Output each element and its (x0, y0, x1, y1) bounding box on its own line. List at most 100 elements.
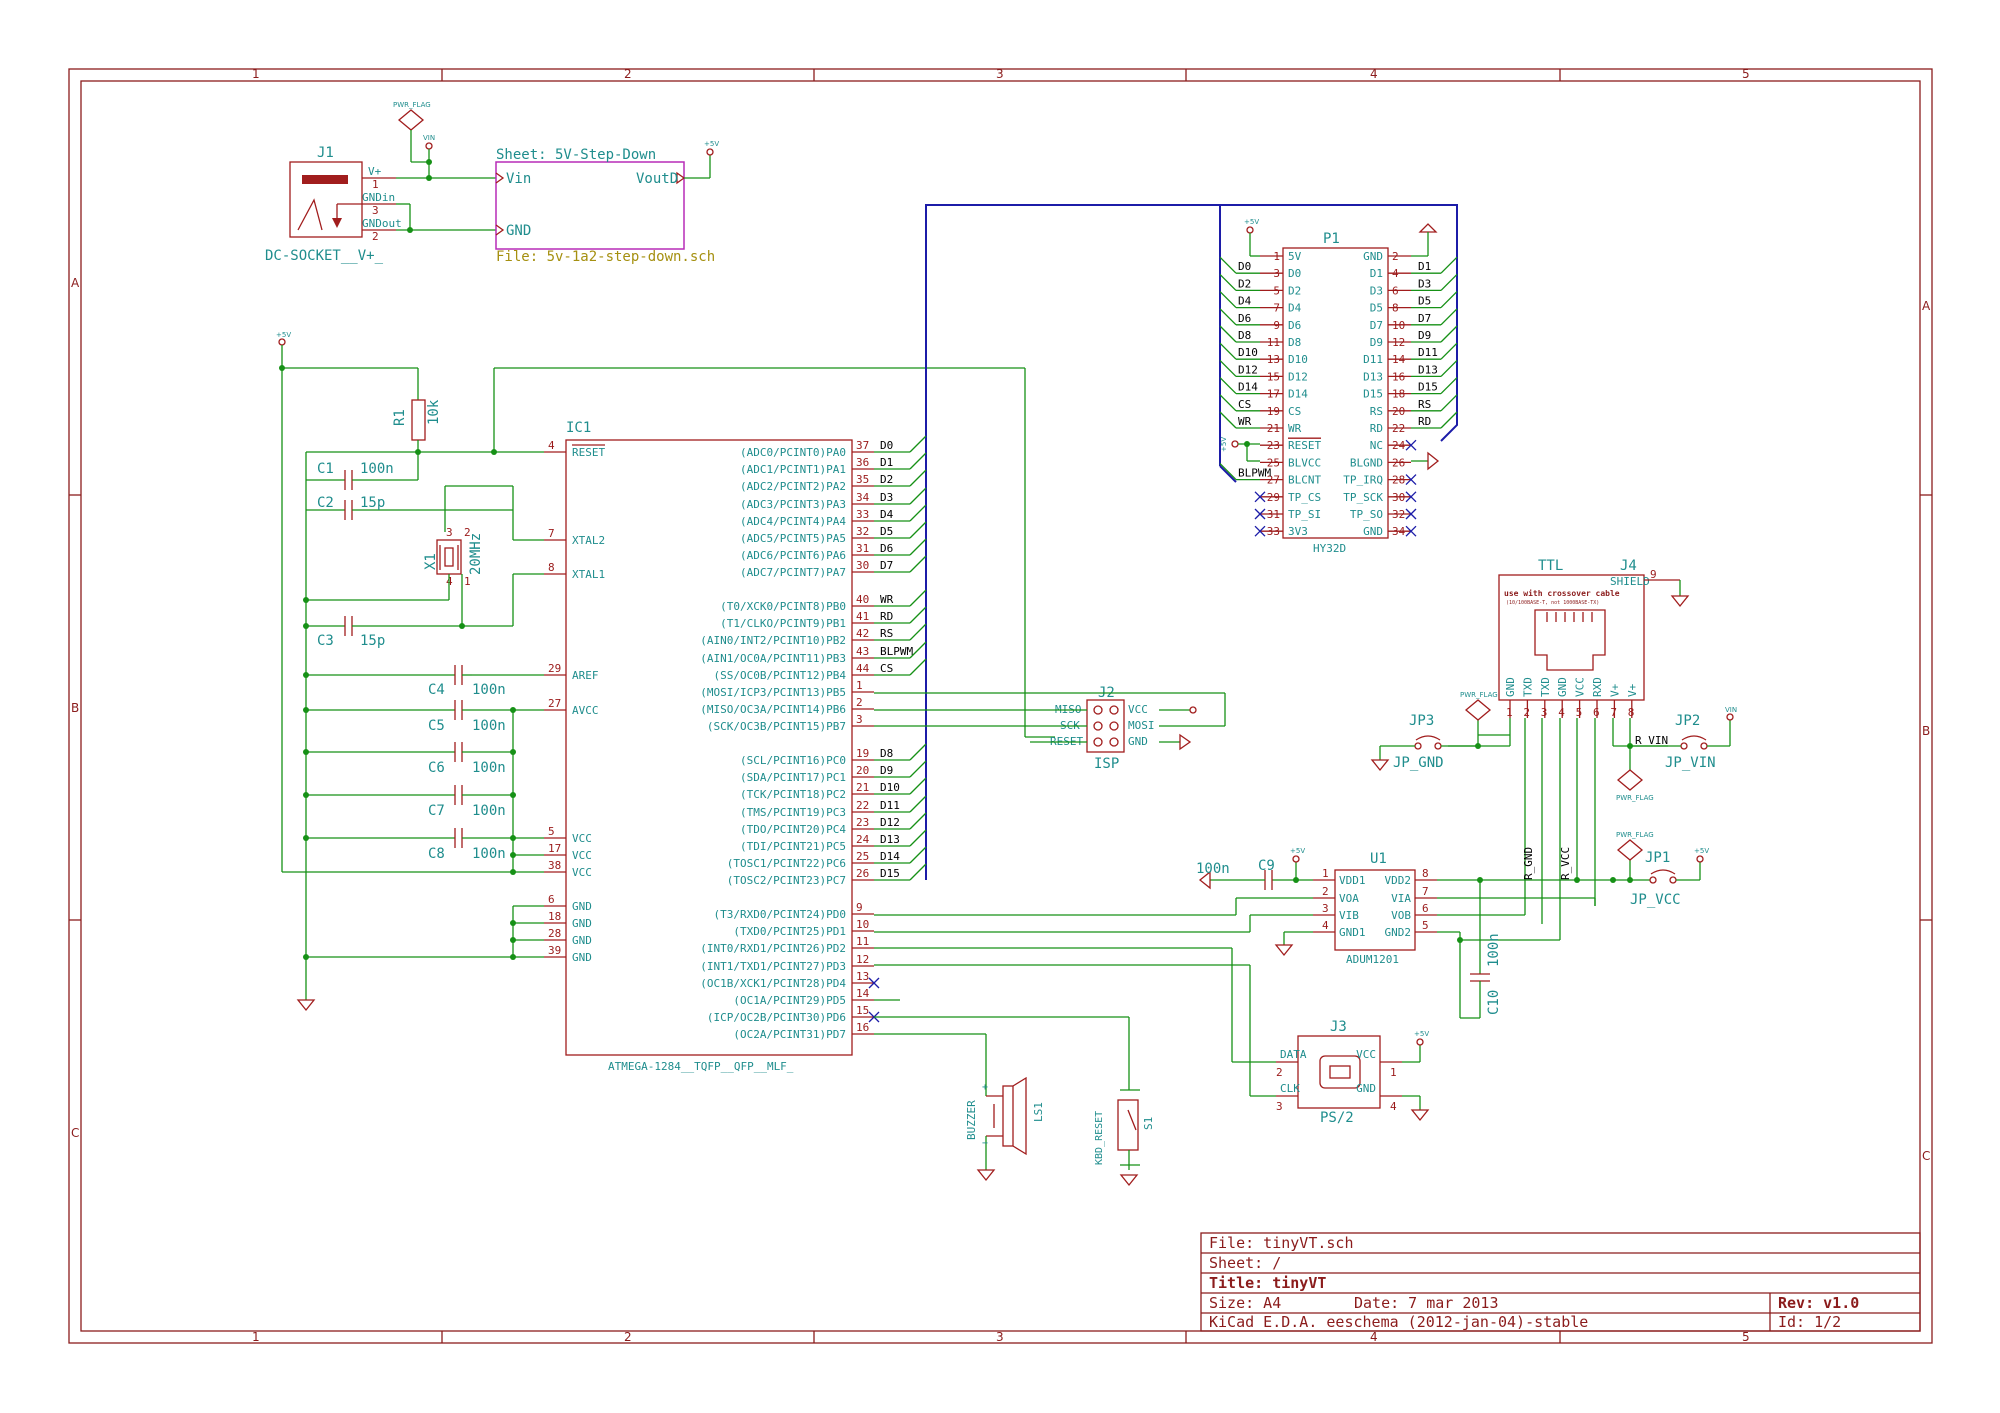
title-name: Title: tinyVT (1209, 1274, 1326, 1292)
switch-s1[interactable]: KBD_RESET S1 (874, 1016, 1155, 1187)
ic1-pin-number: 15 (856, 1004, 869, 1017)
col-label-bottom: 5 (1742, 1330, 1750, 1344)
xtal-ground-link (303, 597, 449, 603)
j4-pin-name: GND (1504, 677, 1517, 697)
isp-header-j2[interactable]: J2 ISP MISO SCK RESET VCC MOSI GND (874, 685, 1226, 772)
pwr-flag-label: PWR_FLAG (393, 101, 431, 109)
no-connect-mark (1405, 525, 1417, 537)
jumper-jp1[interactable]: +5V PWR_FLAG JP1 JP_VCC (1613, 831, 1709, 908)
ic1-pin-name: (SCL/PCINT16)PC0 (740, 754, 846, 767)
ic1-pin-name: (TXD0/PCINT25)PD1 (733, 925, 846, 938)
j4-pin-number: 4 (1558, 706, 1565, 719)
row-label-right: C (1922, 1149, 1930, 1163)
ic1-pin-number: 1 (856, 679, 863, 692)
dc-socket-j1[interactable]: V+ GNDin GNDout 1 3 2 J1 DC-SOCKET__V+_ (265, 145, 402, 264)
ic1-pin-number: 18 (548, 910, 561, 923)
bus-entry (909, 555, 927, 573)
no-connect-mark (1405, 491, 1417, 503)
ttl-jack-j4[interactable]: TTL J4 use with crossover cable (10/100B… (1498, 558, 1690, 719)
ic1-pin-name: GND (572, 900, 592, 913)
j4-pin-number: 5 (1576, 706, 1583, 719)
net-label: D1 (1418, 260, 1431, 273)
ic1-pin-name: (ADC5/PCINT5)PA5 (740, 532, 846, 545)
j3-pin-name: VCC (1356, 1048, 1376, 1061)
subsheet-5v-step-down[interactable]: Sheet: 5V-Step-Down File: 5v-1a2-step-do… (495, 140, 719, 265)
net-label: RS (880, 627, 893, 640)
crystal-x1[interactable]: 3 2 4 1 X1 20MHz (423, 485, 544, 626)
j2-pin-name: MOSI (1128, 719, 1155, 732)
u1-pin-name: VOA (1339, 892, 1359, 905)
bus-entry (909, 623, 927, 641)
c8-value: 100n (472, 846, 506, 862)
net-label: D8 (1238, 329, 1251, 342)
u1-pin-number: 3 (1322, 902, 1329, 915)
bus-entry (909, 760, 927, 778)
reset-net (305, 367, 1055, 1000)
j4-ref: J4 (1620, 558, 1637, 574)
ls1-value: BUZZER (965, 1100, 978, 1140)
ic1-pin-number: 27 (548, 697, 561, 710)
net-label: CS (1238, 398, 1251, 411)
net-label: R_GND (1522, 847, 1535, 880)
bus-entry (1440, 394, 1458, 412)
capacitor-c3[interactable]: C3 15p (303, 616, 513, 649)
net-label: D9 (880, 764, 893, 777)
isolator-u1[interactable]: U1 ADUM1201 1VDD12VOA3VIB4GND18VDD27VIA6… (1313, 851, 1437, 966)
vin-label: VIN (1725, 706, 1737, 714)
ic1-pin-number: 26 (856, 867, 869, 880)
p1-pin-number: 28 (1392, 474, 1405, 487)
p1-pin-number: 24 (1392, 439, 1406, 452)
net-label: D3 (880, 491, 893, 504)
ic1-pin-number: 14 (856, 987, 870, 1000)
u1-wiring: +5V 100n C9 C10 100n (874, 847, 1616, 1019)
j1-pin-name: GNDin (362, 191, 395, 204)
jumper-jp2[interactable]: VIN PWR_FLAG JP2 JP_VIN (1616, 706, 1737, 802)
ic1-pin-name: (OC2A/PCINT31)PD7 (733, 1028, 846, 1041)
j4-value: TTL (1538, 558, 1563, 574)
capacitor-c1[interactable]: C1 100n (306, 452, 419, 490)
bus-entry (909, 538, 927, 556)
plus5v-label: +5V (1244, 218, 1259, 226)
buzzer-ls1[interactable]: + − BUZZER LS1 (874, 999, 1045, 1182)
ic1-pin-name: (TOSC1/PCINT22)PC6 (727, 857, 846, 870)
p1-pin-number: 22 (1392, 422, 1405, 435)
p1-pin-name: NC (1370, 439, 1383, 452)
ic1-pin-name: AREF (572, 669, 599, 682)
j4-pin-name: V+ (1626, 683, 1639, 697)
net-label: D0 (1238, 260, 1251, 273)
bus-entry (909, 641, 927, 659)
c3-ref: C3 (317, 633, 334, 649)
jumper-jp3[interactable]: JP3 JP_GND (1370, 713, 1481, 772)
u1-pin-name: VOB (1391, 909, 1411, 922)
p1-pin-name: D3 (1370, 284, 1383, 297)
resistor-r1[interactable]: R1 10k (392, 399, 442, 452)
title-file: File: tinyVT.sch (1209, 1234, 1354, 1252)
net-label: D9 (1418, 329, 1431, 342)
ic1-pin-number: 17 (548, 842, 561, 855)
net-label: D4 (880, 508, 894, 521)
no-connect-mark (1254, 491, 1266, 503)
bus-entry (909, 846, 927, 864)
bus-entry (909, 469, 927, 487)
ic1-pin-name: (ADC2/PCINT2)PA2 (740, 480, 846, 493)
p1-pin-name: D7 (1370, 319, 1383, 332)
ic1-pin-name: VCC (572, 866, 592, 879)
j3-pin-number: 2 (1276, 1066, 1283, 1079)
bus-entry (909, 658, 927, 676)
ic1-pin-number: 42 (856, 627, 869, 640)
ic1-pin-number: 35 (856, 473, 869, 486)
u1-pin-number: 5 (1422, 919, 1429, 932)
row-label-right: B (1922, 724, 1930, 738)
ic1-pin-number: 30 (856, 559, 869, 572)
title-app: KiCad E.D.A. eeschema (2012-jan-04)-stab… (1209, 1313, 1588, 1331)
ic1-pin-name: (ADC7/PCINT7)PA7 (740, 566, 846, 579)
capacitor-c2[interactable]: C2 15p (306, 495, 513, 520)
subsheet-name: Sheet: 5V-Step-Down (496, 147, 656, 163)
net-label: BLPWM (880, 645, 913, 658)
ic1-atmega1284[interactable]: IC1 ATMEGA-1284__TQFP__QFP__MLF_ 4RESET7… (544, 420, 913, 1073)
ic1-right-pins: 37(ADC0/PCINT0)PA0D036(ADC1/PCINT1)PA1D1… (700, 439, 913, 1041)
c1-value: 100n (360, 461, 394, 477)
plus5v-label: +5V (1414, 1030, 1429, 1038)
